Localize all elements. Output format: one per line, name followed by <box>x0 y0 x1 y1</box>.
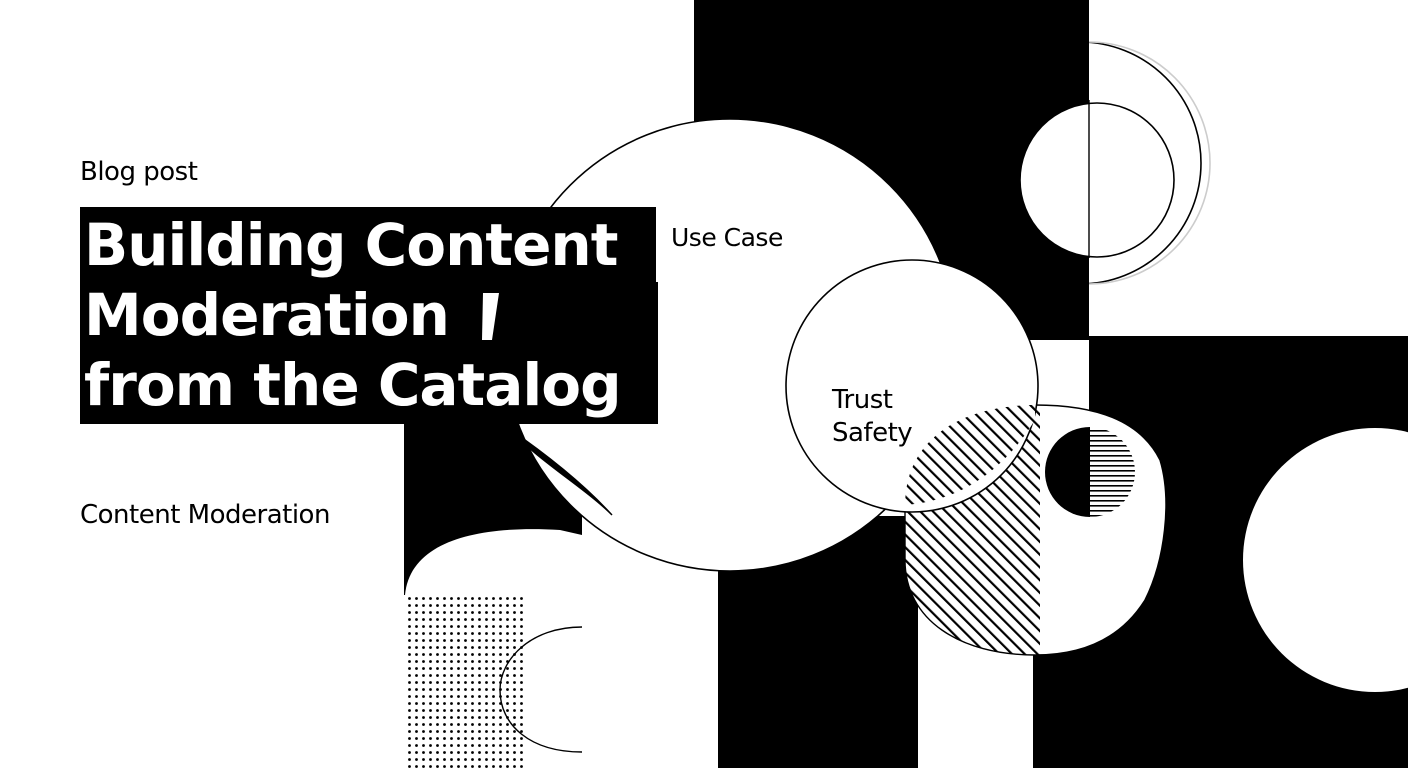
inner-white-disc <box>1019 102 1175 258</box>
outline-arc-lower-left <box>499 626 583 753</box>
title-line-3: from the Catalog <box>84 351 622 419</box>
small-black-half-circle <box>1045 427 1090 517</box>
post-title: Building Content Moderation from the Cat… <box>80 210 622 420</box>
trust-label: Trust <box>832 385 893 415</box>
white-notch-right <box>656 207 804 282</box>
outer-ring-right-half <box>1088 41 1211 285</box>
white-strip <box>526 597 582 768</box>
slash-mark <box>482 293 499 340</box>
use-case-tag: Use Case <box>671 223 783 252</box>
title-backdrop <box>80 207 658 424</box>
blog-post-eyebrow: Blog post <box>80 157 198 187</box>
outer-ring-top-right <box>958 41 1202 285</box>
white-blob-left <box>405 529 582 595</box>
title-line-1: Building Content <box>84 211 618 279</box>
trust-safety-tag: Trust Safety <box>832 384 913 450</box>
safety-label: Safety <box>832 418 913 448</box>
medium-circle-hatch-overlap <box>905 405 1035 505</box>
small-lined-half-circle <box>1090 427 1135 517</box>
dotted-block <box>404 597 526 768</box>
title-line-2: Moderation <box>84 281 450 349</box>
leaf-shape <box>507 427 613 516</box>
white-disc-right <box>1243 428 1408 692</box>
topic-label: Content Moderation <box>80 500 330 530</box>
